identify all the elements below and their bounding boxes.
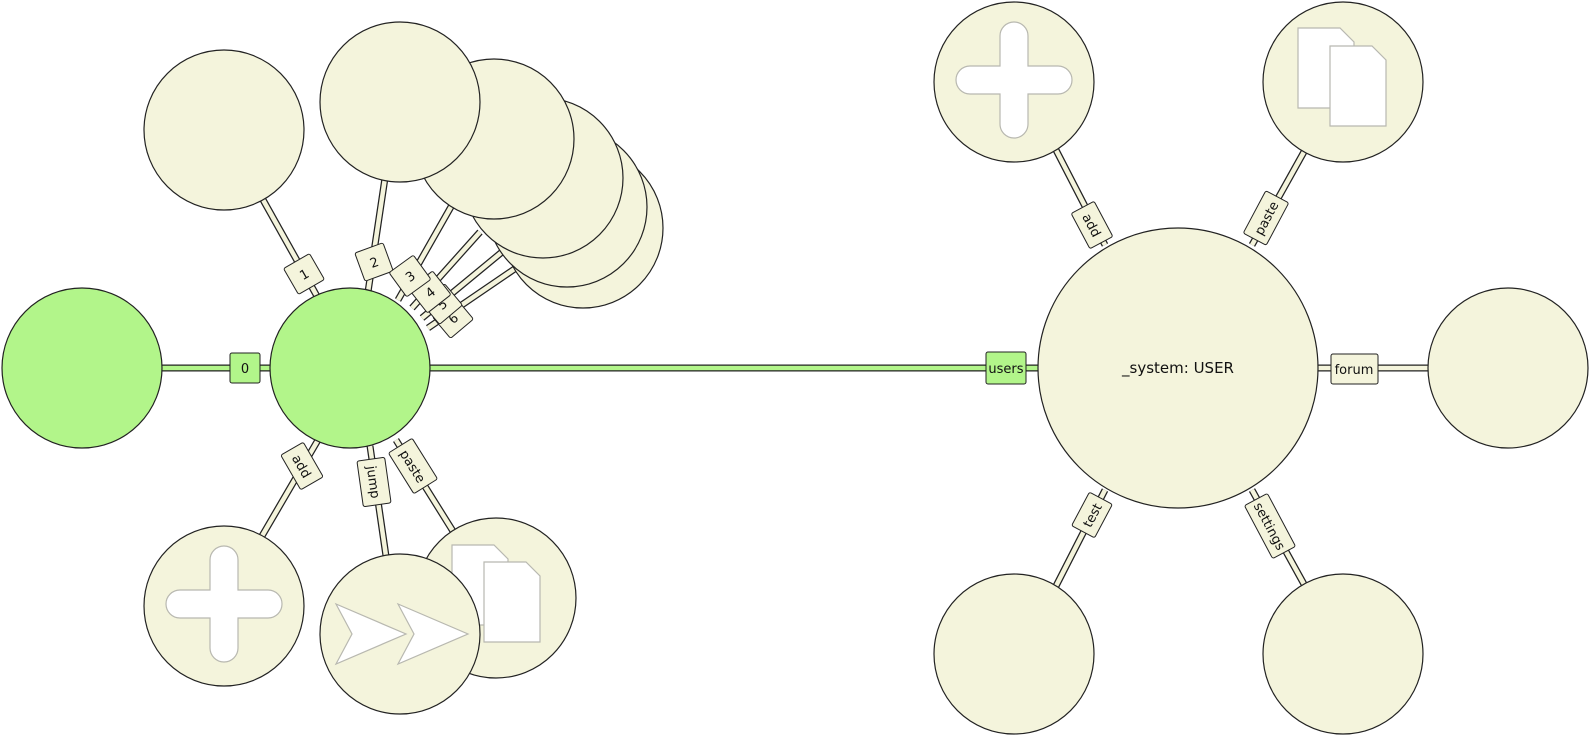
node-left-jump[interactable] [319,553,481,715]
paste-icon [1297,27,1387,127]
node-center-system-user[interactable]: _system: USER [1037,227,1319,509]
edge-label-users[interactable]: users [985,351,1027,385]
node-left-add[interactable] [143,525,305,687]
edge-label-left-add[interactable]: add [280,442,324,490]
node-test[interactable] [933,573,1095,735]
edge-label-0[interactable]: 0 [229,352,261,384]
edge-label-right-paste[interactable]: paste [1243,190,1289,246]
node-left-green[interactable] [1,287,163,449]
edge-label-left-jump[interactable]: jump [356,457,392,507]
node-right-add[interactable] [933,1,1095,163]
edge-label-settings[interactable]: settings [1244,493,1296,559]
plus-icon [165,545,283,663]
node-forum[interactable] [1427,287,1589,449]
double-arrow-icon [334,602,470,666]
svg-text:users: users [988,362,1023,377]
edge-label-2[interactable]: 2 [354,242,394,282]
center-node-label: _system: USER [1121,359,1234,378]
plus-icon [955,21,1073,139]
edge-labels: 0 users 1 2 6 5 4 [229,190,1379,559]
svg-text:jump: jump [363,464,383,500]
svg-text:0: 0 [241,362,249,377]
edge-label-right-add[interactable]: add [1071,201,1113,249]
svg-text:forum: forum [1335,363,1374,378]
node-right-paste[interactable] [1262,1,1424,163]
node-settings[interactable] [1262,573,1424,735]
edge-label-forum[interactable]: forum [1330,353,1379,385]
node-child-1[interactable] [143,49,305,211]
node-child-2[interactable] [319,21,481,183]
node-hub[interactable] [269,287,431,449]
edge-label-1[interactable]: 1 [283,253,325,295]
edge-label-test[interactable]: test [1071,492,1113,538]
edge-label-3[interactable]: 3 [389,255,431,297]
edge-label-left-paste[interactable]: paste [388,438,438,494]
